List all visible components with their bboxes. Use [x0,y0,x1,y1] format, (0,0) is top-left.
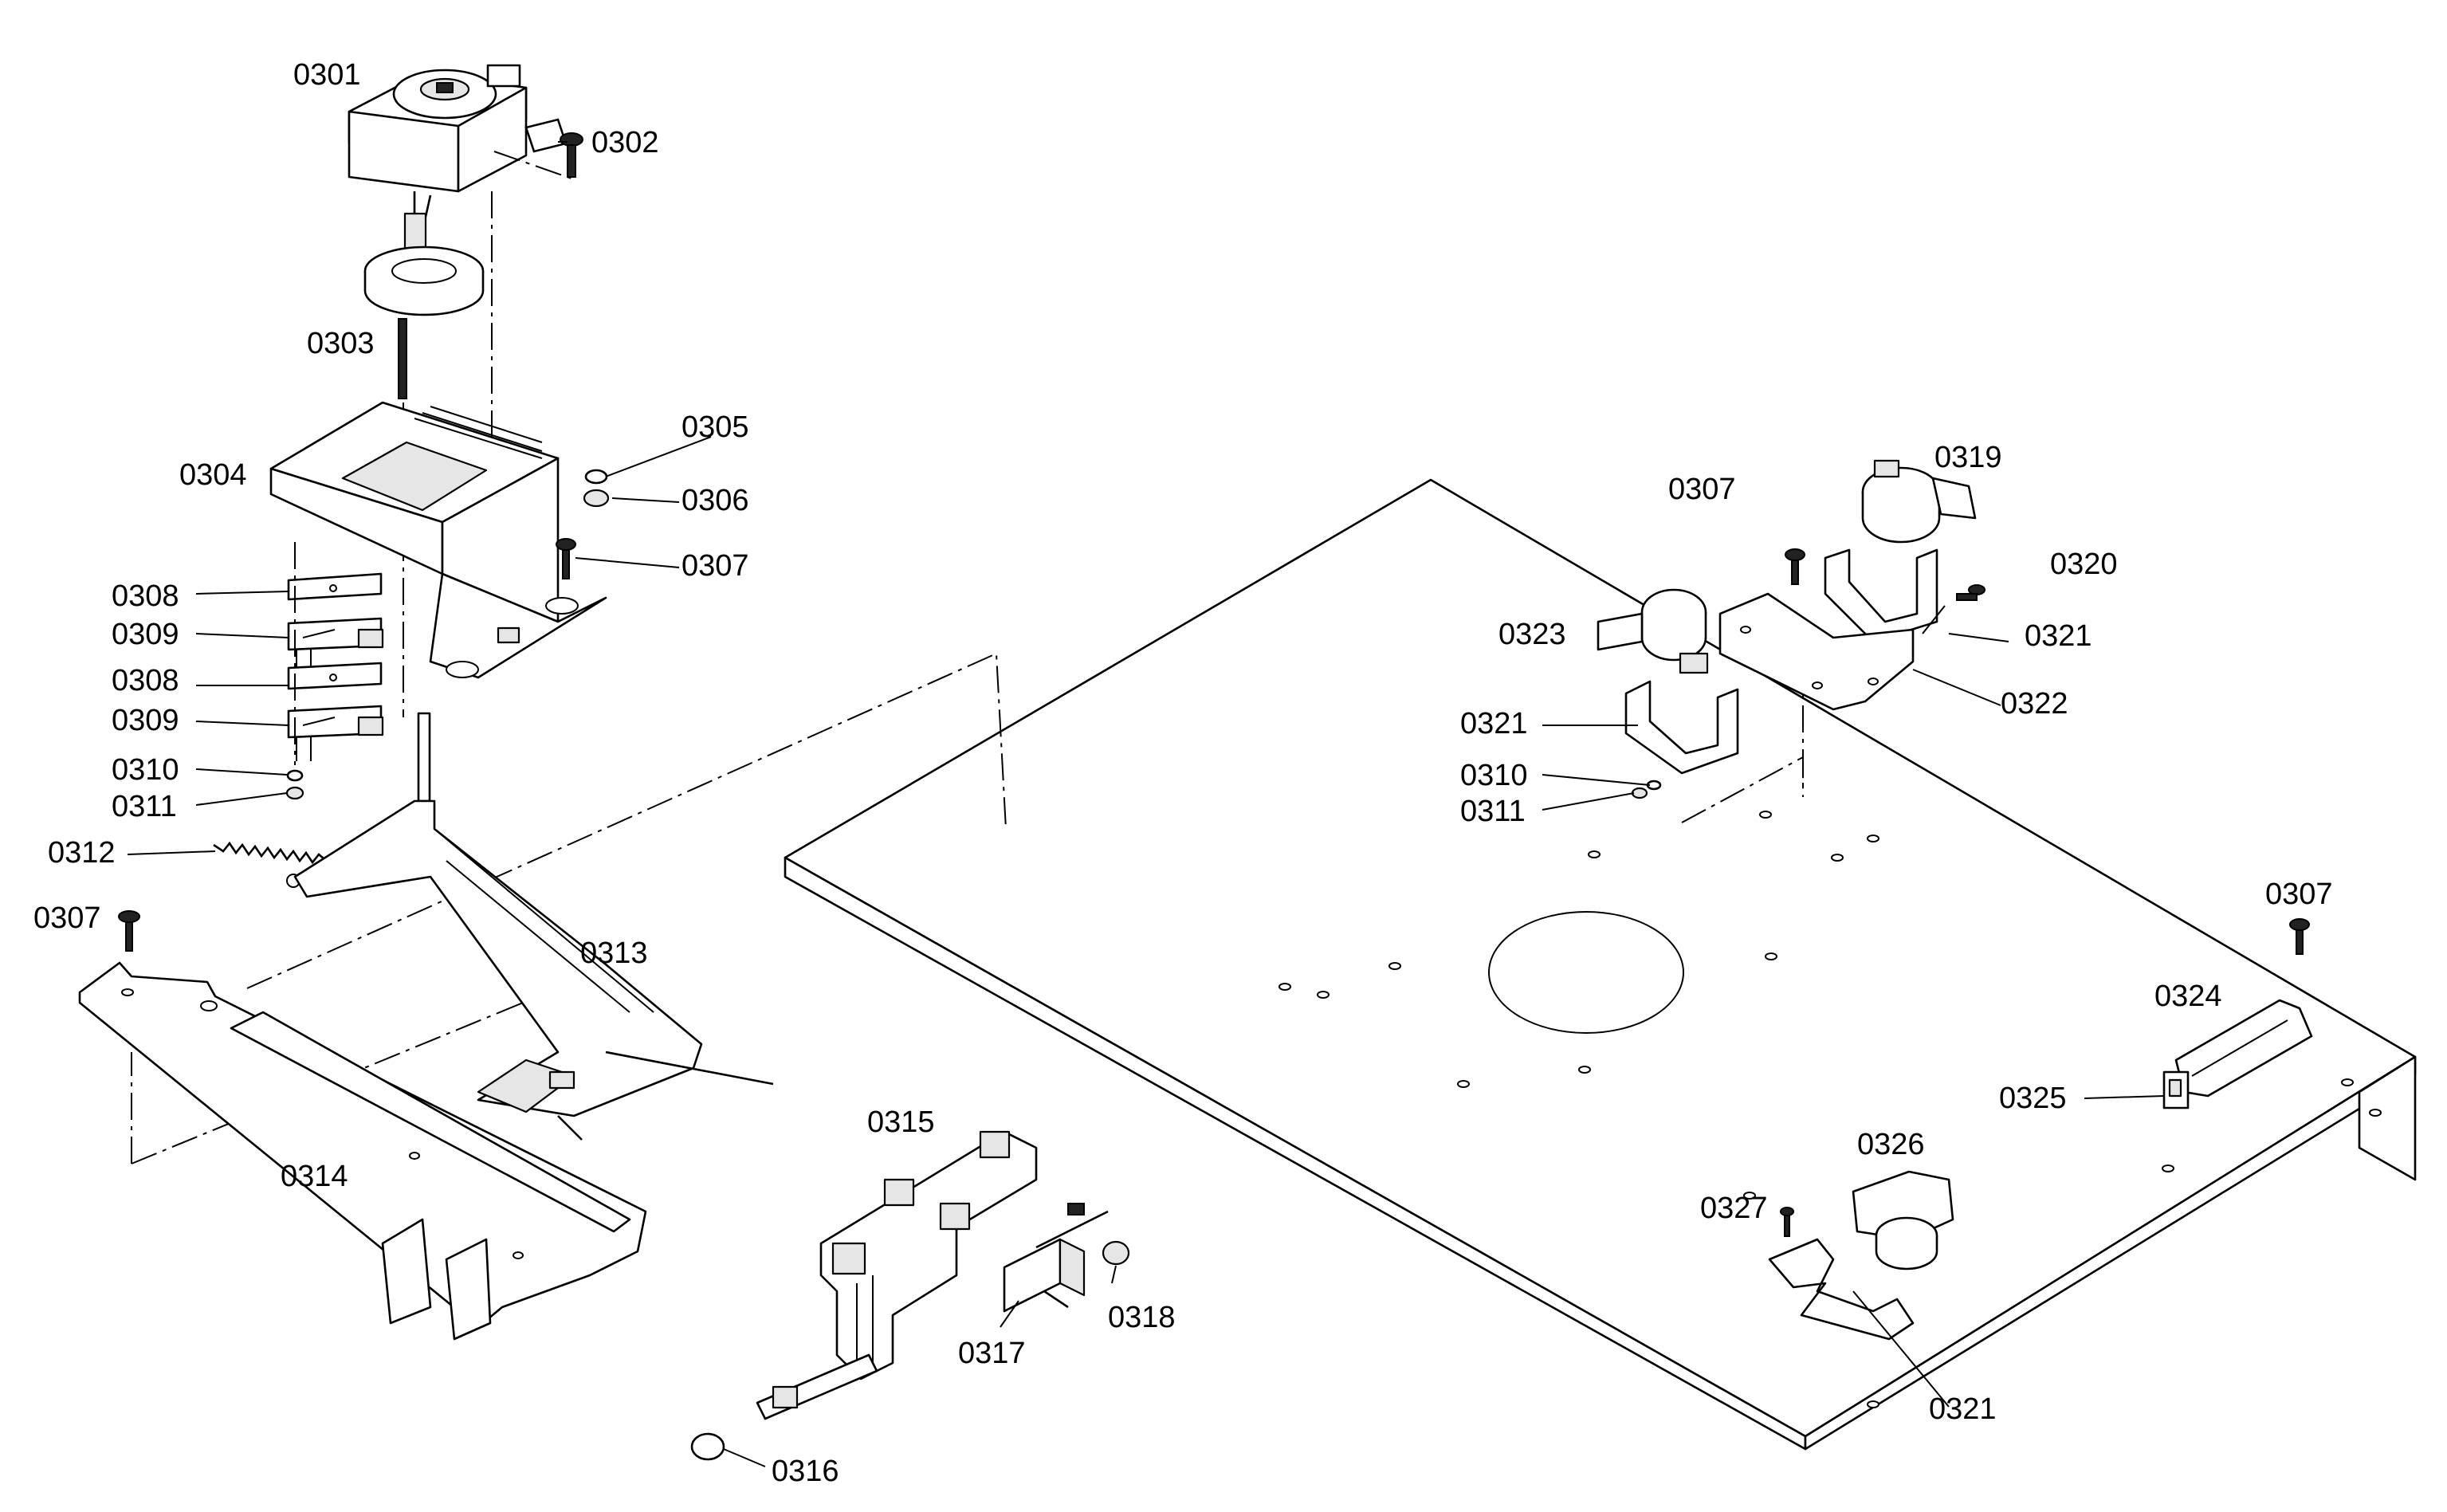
screw-0307-left [118,910,140,952]
label-0313: 0313 [580,937,648,970]
switch-0309-lower [287,705,384,761]
label-0303: 0303 [307,327,375,360]
label-0307-right: 0307 [2265,878,2333,911]
label-0315: 0315 [867,1106,935,1139]
nut-0306 [583,489,610,508]
label-0323: 0323 [1498,618,1566,651]
label-0310-right: 0310 [1460,759,1528,792]
switch-0309-upper [287,617,384,674]
label-0312: 0312 [48,836,116,870]
label-0310-left: 0310 [112,753,179,787]
base-plate [784,478,2417,1451]
label-0309-lower: 0309 [112,704,179,737]
bracket-0304 [269,401,607,679]
label-0301: 0301 [293,58,361,92]
screw-0307-bracket [556,538,576,579]
plate-0322 [1718,592,1915,711]
washer-0305 [584,469,608,485]
screw-0307-right [2289,918,2310,955]
label-0321-lower: 0321 [1929,1392,1997,1426]
motor-guides [491,151,575,446]
label-0309-upper: 0309 [112,618,179,651]
label-0326: 0326 [1857,1128,1925,1161]
label-0316: 0316 [772,1455,839,1488]
label-0325: 0325 [1999,1082,2067,1115]
label-0317: 0317 [958,1337,1026,1370]
label-0308-lower: 0308 [112,664,179,697]
thermostat-0319 [1861,459,1977,544]
thermal-cutout-0325 [2162,1070,2190,1109]
microswitch-0317 [1003,1203,1109,1313]
washer-nut-0310-0311-right [1631,780,1662,799]
bracket-0321-middle [1624,680,1739,775]
label-0321-upper: 0321 [2025,619,2092,653]
switch-holder-0308-lower [287,662,383,690]
switch-bracket-0315 [756,1130,1038,1420]
label-0319: 0319 [1934,441,2002,474]
part-labels: 0301 0302 0303 0304 0305 0306 0307 0308 … [33,58,2333,1488]
screw-0307-right-upper [1785,548,1805,585]
label-0305: 0305 [681,410,749,444]
label-0308-upper: 0308 [112,579,179,613]
label-0327: 0327 [1700,1192,1768,1225]
lever-0313 [293,712,774,1141]
label-0314: 0314 [281,1160,348,1193]
label-0307-bracket: 0307 [681,549,749,583]
motor-assembly [348,64,568,316]
knob-0316 [690,1432,725,1461]
label-0321-middle: 0321 [1460,707,1528,740]
bracket-0321-upper [1824,548,1938,643]
thermostat-0326 [1852,1170,1954,1270]
label-0322: 0322 [2001,687,2068,721]
label-0307-right-upper: 0307 [1668,473,1736,506]
screw-0302 [560,132,583,178]
label-0306: 0306 [681,484,749,517]
label-0324: 0324 [2154,980,2222,1013]
label-0320: 0320 [2050,548,2118,581]
plate-0314 [78,961,647,1341]
bracket-0321-lower [1768,1238,1915,1341]
nut-0311 [285,786,304,800]
label-0311-right: 0311 [1460,795,1526,828]
switch-holder-0308-upper [287,572,383,601]
label-0307-left: 0307 [33,901,101,935]
label-0302: 0302 [591,126,659,159]
label-0304: 0304 [179,458,247,492]
label-0311-left: 0311 [112,790,177,823]
label-0318: 0318 [1108,1301,1176,1334]
turntable-opening [1488,911,1684,1034]
screw-0327 [1780,1207,1794,1237]
mounting-holes [1278,811,2382,1408]
washer-0310 [286,769,304,782]
thermostat-0323 [1597,588,1709,674]
cap-0318 [1102,1240,1130,1266]
leader-lines [127,141,2165,1467]
screw-0320 [1956,584,1985,601]
